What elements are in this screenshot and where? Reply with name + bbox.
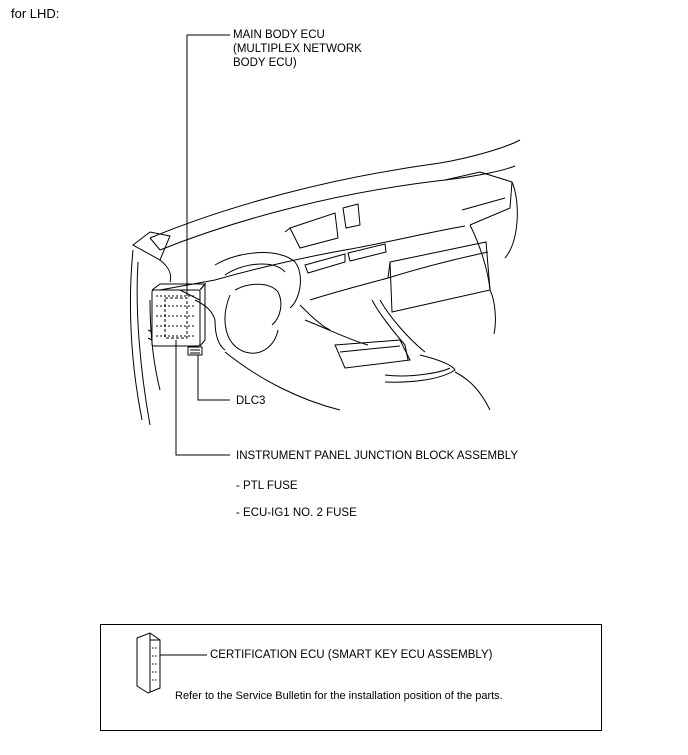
callout-fuse-ecu-ig1: - ECU-IG1 NO. 2 FUSE <box>236 507 357 519</box>
certification-ecu-icon <box>136 632 207 694</box>
note-box <box>100 624 602 731</box>
callout-junction-block: INSTRUMENT PANEL JUNCTION BLOCK ASSEMBLY <box>236 450 519 462</box>
main-body-ecu-module <box>147 282 207 347</box>
callout-dlc3: DLC3 <box>236 395 266 407</box>
callout-fuse-ptl: - PTL FUSE <box>236 480 298 492</box>
main-body-ecu-line-2: (MULTIPLEX NETWORK <box>233 43 362 55</box>
service-bulletin-note: Refer to the Service Bulletin for the in… <box>175 690 503 702</box>
instrument-panel-drawing <box>129 139 521 426</box>
leader-junction-block <box>175 340 230 456</box>
callout-main-body-ecu: MAIN BODY ECU (MULTIPLEX NETWORK BODY EC… <box>233 28 362 70</box>
leader-main-body-ecu <box>186 34 230 296</box>
main-body-ecu-line-3: BODY ECU) <box>233 57 297 69</box>
diagram-header: for LHD: <box>11 6 60 21</box>
main-body-ecu-line-1: MAIN BODY ECU <box>233 29 325 41</box>
callout-certification-ecu: CERTIFICATION ECU (SMART KEY ECU ASSEMBL… <box>210 649 493 661</box>
leader-dlc3 <box>197 355 230 401</box>
leader-lines <box>175 34 230 456</box>
dlc3-connector <box>187 346 203 356</box>
